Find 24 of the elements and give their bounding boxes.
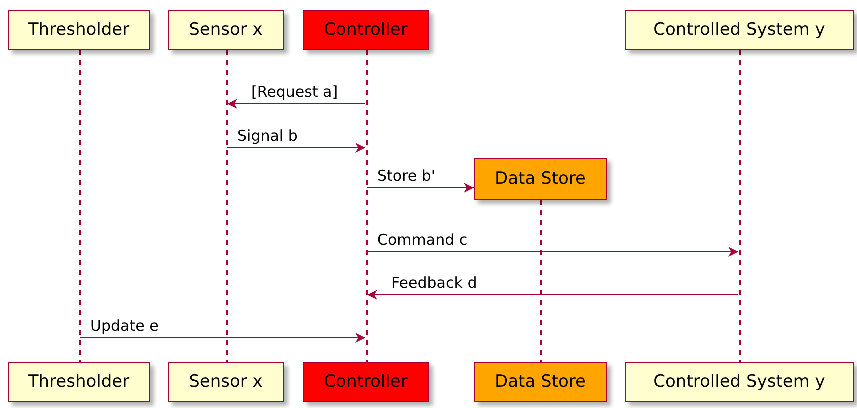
message-arrow [227, 99, 366, 109]
message-arrow [227, 143, 366, 153]
participant-box: Data Store [474, 362, 607, 402]
participant-box: Controlled System y [625, 10, 854, 50]
message-arrow [80, 333, 366, 343]
participant-box: Controlled System y [625, 362, 854, 402]
lifeline [366, 50, 368, 362]
participant-box: Thresholder [8, 362, 150, 402]
message-arrow [367, 183, 474, 193]
message-arrow [367, 290, 739, 300]
lifeline [78, 50, 80, 362]
lifeline [738, 50, 740, 362]
message-label: Signal b [236, 127, 299, 145]
message-label: [Request a] [250, 83, 340, 101]
participant-box: Controller [303, 10, 429, 50]
participant-box: Thresholder [8, 10, 150, 50]
lifeline [226, 50, 228, 362]
participant-box: Data Store [474, 158, 607, 200]
lifeline [540, 200, 542, 362]
participant-box: Sensor x [168, 362, 284, 402]
message-arrow [367, 247, 739, 257]
participant-box: Sensor x [168, 10, 284, 50]
participant-box: Controller [303, 362, 429, 402]
message-label: Update e [90, 317, 160, 335]
